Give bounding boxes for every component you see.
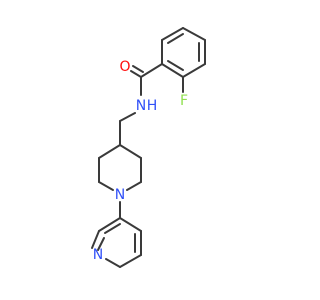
bond (91, 230, 100, 249)
fluorine-label: F (180, 93, 188, 109)
bond (98, 144, 121, 159)
bond (182, 63, 206, 78)
double-bond-inner (167, 60, 184, 71)
double-bond-inner (97, 237, 105, 251)
bond (126, 181, 142, 191)
nitrogen-label: N (136, 98, 146, 114)
bond (105, 258, 121, 268)
hydrogen-label: H (147, 98, 158, 114)
bond (119, 144, 142, 159)
bond (98, 217, 121, 232)
bond (161, 63, 184, 78)
bond-c-o (130, 70, 142, 78)
bond (98, 181, 114, 191)
molecule-canvas: O N H F N N (91, 27, 206, 268)
double-bond-inner (104, 223, 121, 234)
bond (182, 27, 206, 41)
piperidine-ring (98, 144, 142, 191)
bond (119, 254, 142, 268)
bond-ring-carbonyl (140, 63, 163, 78)
pyridine-ring (91, 217, 142, 268)
amide-nh-label: N H (136, 98, 158, 114)
fluorophenyl-ring (161, 27, 206, 78)
oxygen-label: O (119, 59, 130, 75)
bond (119, 217, 142, 232)
bond-c-o-second (132, 65, 144, 73)
bond (161, 27, 184, 41)
bond-n-ch2 (119, 112, 136, 122)
piperidine-nitrogen-label: N (115, 187, 125, 203)
structure-diagram: O N H F N N (91, 27, 206, 268)
double-bond-inner (167, 33, 184, 44)
pyridine-nitrogen-label: N (93, 247, 103, 263)
